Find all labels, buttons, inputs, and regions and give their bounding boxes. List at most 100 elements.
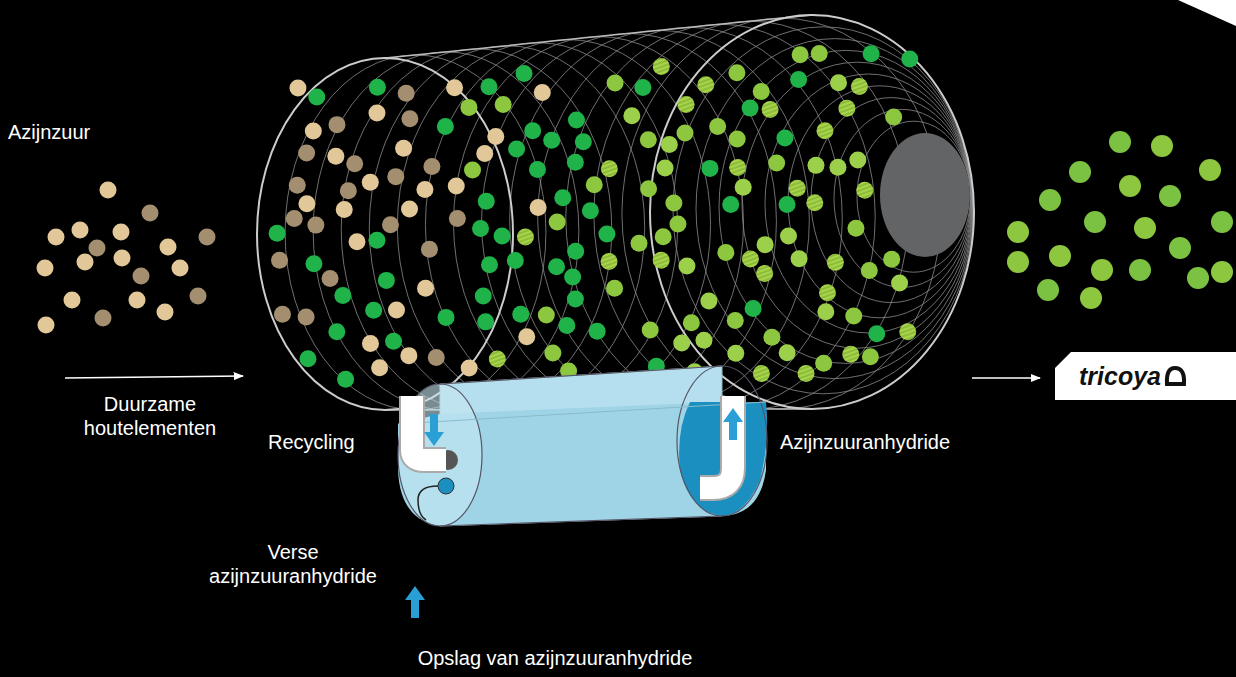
particle <box>861 262 878 279</box>
particle <box>791 250 808 267</box>
reactor-ring <box>742 62 972 348</box>
particle <box>387 168 404 185</box>
particle <box>368 232 385 249</box>
particle <box>701 160 718 177</box>
reactor-ring <box>696 39 973 379</box>
particle <box>763 329 780 346</box>
particle <box>623 107 640 124</box>
particle <box>790 71 807 88</box>
particle <box>554 189 571 206</box>
particle <box>830 74 847 91</box>
particle <box>438 309 455 326</box>
flow-arrow-up <box>405 586 425 618</box>
particle <box>464 162 481 179</box>
particle <box>334 287 351 304</box>
treated-chip <box>1134 217 1156 239</box>
particle <box>634 79 651 96</box>
reactor-outline <box>385 15 812 58</box>
particle <box>842 346 859 363</box>
wood-chip <box>48 229 65 246</box>
particle <box>742 100 759 117</box>
particle <box>677 124 694 141</box>
particle <box>678 96 695 113</box>
treated-chip <box>1119 175 1141 197</box>
wood-chip <box>113 224 130 241</box>
wood-chip <box>64 292 81 309</box>
particle <box>568 112 585 129</box>
particle <box>564 268 581 285</box>
particle <box>534 84 551 101</box>
particle <box>607 75 624 92</box>
particle <box>838 100 855 117</box>
particle <box>298 145 315 162</box>
particle <box>305 122 322 139</box>
particle <box>423 158 440 175</box>
particle <box>269 225 286 242</box>
particle <box>657 159 674 176</box>
particle <box>779 196 796 213</box>
particle <box>762 101 779 118</box>
particle <box>395 140 412 157</box>
brand-icon <box>1167 368 1184 384</box>
particle <box>567 243 584 260</box>
reactor-back-ring <box>650 15 974 409</box>
reactor-ring <box>538 27 843 409</box>
particle <box>661 136 678 153</box>
particle <box>567 154 584 171</box>
particle <box>849 151 866 168</box>
particle <box>756 265 773 282</box>
particle <box>437 118 454 135</box>
particle <box>475 287 492 304</box>
particle <box>695 332 712 349</box>
particle <box>371 359 388 376</box>
wood-chip <box>160 239 177 256</box>
particle <box>529 161 546 178</box>
particle <box>727 312 744 329</box>
reactor-ring <box>285 55 546 410</box>
reactor-ring <box>313 52 579 410</box>
particle <box>337 371 354 388</box>
particle <box>346 155 363 172</box>
particle <box>398 85 415 102</box>
particle <box>494 228 511 245</box>
particle <box>299 350 316 367</box>
particle <box>640 180 657 197</box>
particle <box>575 133 592 150</box>
particle <box>401 201 418 218</box>
particle <box>478 193 495 210</box>
particle <box>745 300 762 317</box>
particle <box>806 194 823 211</box>
particle <box>308 89 325 106</box>
particle <box>417 280 434 297</box>
particle <box>655 228 672 245</box>
particle <box>768 154 785 171</box>
particle <box>305 255 322 272</box>
wood-chip <box>89 240 106 257</box>
particle <box>727 345 744 362</box>
reactor-ring <box>857 121 970 272</box>
particle <box>517 229 534 246</box>
particle <box>477 313 494 330</box>
particle <box>792 46 809 63</box>
treated-chip <box>1151 135 1173 157</box>
particle <box>298 309 315 326</box>
wood-chip <box>142 205 159 222</box>
particle <box>811 45 828 62</box>
input-label: Azijnzuur <box>8 120 90 144</box>
treated-chip <box>1049 245 1071 267</box>
particle <box>851 78 868 95</box>
particle <box>516 65 533 82</box>
treated-chip <box>1109 131 1131 153</box>
particle <box>807 157 824 174</box>
wood-chip <box>199 229 216 246</box>
wood-chip <box>157 304 174 321</box>
particle <box>891 274 908 291</box>
particle <box>742 250 759 267</box>
wood-chip <box>100 182 117 199</box>
particle <box>722 196 739 213</box>
particle <box>543 132 560 149</box>
particle <box>487 128 504 145</box>
recycle-pipe <box>412 396 446 460</box>
particle <box>631 235 648 252</box>
